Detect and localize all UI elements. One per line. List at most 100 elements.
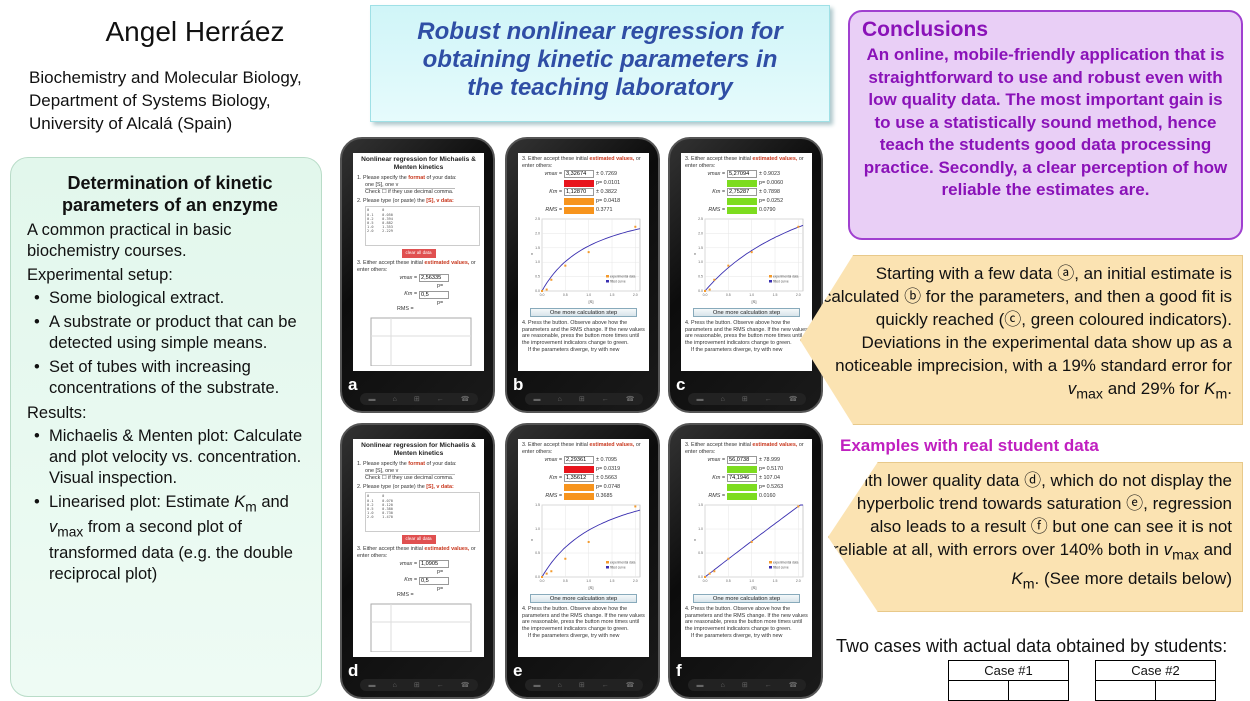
title-line: obtaining kinetic parameters in — [422, 46, 778, 73]
text: of your data: — [425, 175, 457, 181]
legend-experimental: experimental data — [773, 275, 799, 279]
rms-label: RMS = — [545, 492, 562, 499]
subscript: max — [57, 524, 84, 540]
km-input[interactable]: 1,35612 — [564, 474, 594, 483]
phone-nav-bar: ▬⌂⊞←☎ — [360, 393, 478, 405]
phone-screen: Nonlinear regression for Michaelis & Men… — [353, 439, 484, 657]
fitted-curve — [541, 228, 641, 292]
text: estimated values, — [589, 442, 635, 448]
vmax-label: vmax = — [399, 274, 417, 281]
vmax-input[interactable]: 3,32674 — [564, 170, 594, 179]
callout-first-example: Starting with a few data ⓐ, an initial e… — [800, 255, 1243, 425]
y-tick-label: 1.0 — [698, 527, 703, 531]
back-icon: ← — [601, 681, 609, 689]
data-point — [545, 288, 548, 291]
results-item: Linearised plot: Estimate Km and vmax fr… — [34, 492, 313, 585]
format-select[interactable]: one [S], one v — [365, 182, 455, 190]
text: 3. Either accept these initial — [522, 156, 590, 162]
km-symbol: K — [1011, 569, 1023, 589]
y-tick-label: 1.5 — [535, 503, 540, 507]
rms-value: 0.0790 — [759, 206, 776, 213]
vmax-input[interactable]: 5,27094 — [727, 170, 757, 179]
y-axis-label: v — [531, 251, 533, 256]
text: and — [256, 493, 289, 511]
affiliation-line: Biochemistry and Molecular Biology, — [29, 68, 302, 87]
step4-continued: If the parameters diverge, try with new — [528, 632, 620, 639]
km-error: ± 0.5663 — [596, 474, 617, 481]
phone-screen: 3. Either accept these initial estimated… — [518, 153, 649, 371]
improvement-indicator — [564, 206, 594, 214]
text: estimated values, — [424, 545, 470, 552]
km-input[interactable]: 0,5 — [419, 290, 449, 299]
decimal-comma-checkbox[interactable]: Check ☐ if they use decimal comma. — [365, 475, 454, 482]
text: and 29% for — [1103, 379, 1205, 398]
vmax-input[interactable]: 1,0905 — [419, 560, 449, 569]
text: 3. Either accept these initial — [685, 156, 753, 162]
subscript: max — [1172, 547, 1199, 564]
km-input[interactable]: 74,1946 — [727, 474, 757, 483]
data-row: 0 0 — [367, 494, 385, 499]
text: format — [408, 175, 426, 181]
home-icon: ⌂ — [392, 395, 397, 403]
subscript: m — [1215, 386, 1228, 403]
x-tick-label: 1.5 — [610, 579, 615, 583]
clear-data-button[interactable]: clear all data — [401, 535, 436, 544]
vmax-input[interactable]: 56,0738 — [727, 456, 757, 465]
data-row: 0.2 0.394 — [367, 216, 393, 221]
text: or enter others: — [522, 156, 641, 169]
km-input[interactable]: 0,5 — [419, 576, 449, 585]
y-tick-label: 2.5 — [698, 217, 703, 221]
vmax-input[interactable]: 2,29361 — [564, 456, 594, 465]
data-point — [587, 541, 590, 544]
p-value: p= 0.0418 — [596, 197, 621, 204]
p-value: p= 0.0101 — [596, 179, 621, 186]
text: 3. Either accept these initial — [685, 442, 753, 448]
step3-text: 3. Either accept these initial estimated… — [357, 546, 480, 559]
improvement-indicator — [564, 492, 594, 500]
rms-label: RMS = — [545, 206, 562, 213]
back-icon: ← — [436, 681, 444, 689]
text: [S], v data: — [426, 197, 454, 204]
calculation-step-button[interactable]: One more calculation step — [530, 308, 637, 318]
panel-letter: f — [676, 661, 682, 680]
conclusions-heading: Conclusions — [862, 18, 989, 41]
step3-text: 3. Either accept these initial estimated… — [685, 442, 808, 455]
step1-text: 1. Please specify the format of your dat… — [357, 175, 480, 182]
fitted-curve — [704, 504, 803, 578]
data-point — [541, 576, 543, 579]
format-select[interactable]: one [S], one v — [365, 468, 455, 476]
text: 3. Either accept these initial — [522, 442, 590, 448]
phone-nav-bar: ▬⌂⊞←☎ — [688, 393, 806, 405]
back-icon: ← — [436, 395, 444, 403]
phone-nav-bar: ▬⌂⊞←☎ — [360, 679, 478, 691]
decimal-comma-checkbox[interactable]: Check ☐ if they use decimal comma. — [365, 189, 454, 196]
vmax-error: ± 0.7269 — [596, 170, 617, 177]
conclusions-text: An online, mobile-friendly application t… — [863, 45, 1228, 199]
km-input[interactable]: 2,75287 — [727, 188, 757, 197]
p-value: p= 0.0060 — [759, 179, 784, 186]
calculation-step-button[interactable]: One more calculation step — [693, 308, 800, 318]
phone-e: 3. Either accept these initial estimated… — [505, 423, 660, 699]
km-input[interactable]: 1,12870 — [564, 188, 594, 197]
calculation-step-button[interactable]: One more calculation step — [693, 594, 800, 604]
x-tick-label: 2.0 — [633, 293, 638, 297]
improvement-indicator — [564, 465, 594, 473]
menu-icon: ▬ — [696, 395, 704, 403]
case-2-table: Case #2 — [1095, 660, 1217, 701]
call-end-icon: ☎ — [625, 682, 635, 689]
vmax-input[interactable]: 2,56335 — [419, 274, 449, 283]
panel-letter: a — [348, 375, 358, 394]
vmax-label: vmax = — [399, 560, 417, 567]
calculation-step-button[interactable]: One more calculation step — [530, 594, 637, 604]
clear-data-button[interactable]: clear all data — [401, 249, 436, 258]
y-tick-label: 1.0 — [698, 260, 703, 264]
panel-heading: Determination of kinetic parameters of a… — [61, 173, 279, 215]
km-label: Km = — [404, 577, 417, 584]
step4-text: 4. Press the button. Observe above how t… — [685, 606, 808, 632]
subscript: m — [245, 499, 257, 515]
improvement-indicator — [727, 206, 757, 214]
x-tick-label: 1.5 — [610, 293, 615, 297]
